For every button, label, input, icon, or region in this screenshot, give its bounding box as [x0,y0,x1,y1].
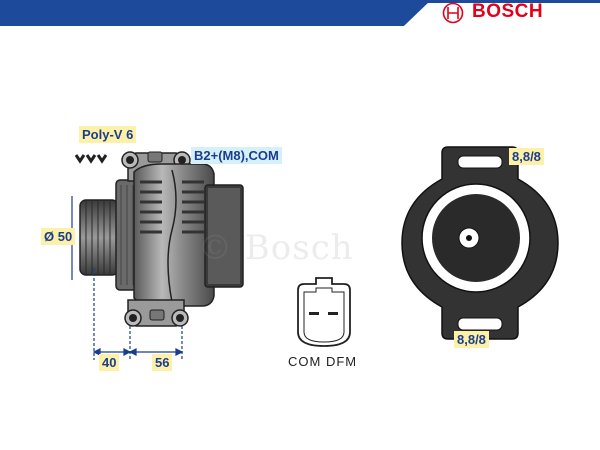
bottom-mount-ears [124,299,189,327]
dimension-40-label: 40 [99,354,120,371]
top-mount-label: 8,8/8 [509,148,544,165]
rear-view [401,146,559,340]
terminal-label: B2+(M8),COM [191,147,282,164]
header-band [0,0,600,26]
connector-plug [297,277,351,347]
dimension-lines [71,196,184,360]
pulley-diameter-label: Ø 50 [41,228,76,245]
dimension-56-label: 56 [152,354,173,371]
watermark: © Bosch [198,228,354,268]
pulley-type-label: Poly-V 6 [79,126,137,143]
pulley [79,199,119,276]
poly-v-groove-icon [74,154,108,164]
connector-pin-labels: COM DFM [288,354,358,369]
alternator-rear-cover [204,184,244,288]
alternator-body [133,163,215,307]
brand-name: BOSCH [472,1,544,22]
bosch-logo-icon [442,2,464,24]
bottom-mount-label: 8,8/8 [454,331,489,348]
